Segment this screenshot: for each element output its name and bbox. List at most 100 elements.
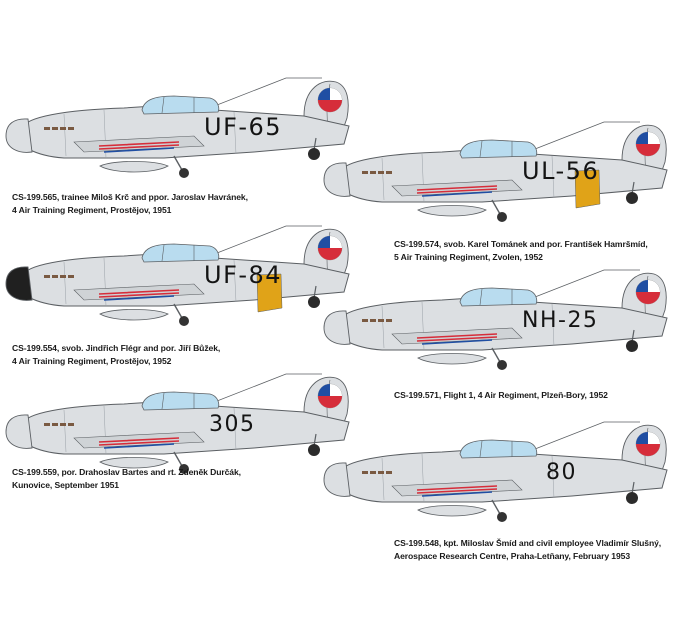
canopy [141,95,220,115]
canopy [459,287,538,307]
antenna-wire [511,269,640,307]
exhaust-stubs [362,319,392,322]
tail-wheel-strut [313,285,317,299]
nose-spinner [5,118,33,153]
wing-roundel-stripes [416,485,498,494]
wing-roundel-stripes [98,437,180,446]
czechoslovak-roundel-tail [317,235,343,261]
canopy [459,439,538,459]
drop-tank [99,309,169,321]
main-wheel [497,512,507,522]
main-wheel [179,464,189,474]
caption-line: Aerospace Research Centre, Praha-Letňany… [394,551,631,561]
antenna-wire [193,77,322,115]
nose-spinner [323,310,351,345]
main-wheel [179,316,189,326]
tail-wheel-strut [313,433,317,447]
main-landing-gear [491,499,501,515]
aircraft-drawing-2: UF-84 [5,225,350,326]
main-wheel [179,168,189,178]
caption-line: 5 Air Training Regiment, Zvolen, 1952 [394,252,543,262]
nose-spinner [5,266,33,301]
aircraft-code: UL-56 [522,157,599,185]
aircraft-drawing-4: 305 [5,373,350,474]
caption-line: Kunovice, September 1951 [12,480,119,490]
aircraft-profile-ul-56: UL-56 [322,116,668,228]
caption-line: CS-199.571, Flight 1, 4 Air Regiment, Pl… [394,390,608,400]
aircraft-profile-uf-84: UF-84 [4,220,350,332]
nose-spinner [323,162,351,197]
caption-cs-199-565: CS-199.565, trainee Miloš Krč and ppor. … [12,191,248,217]
main-landing-gear [173,155,183,171]
wing-roundel-stripes [98,289,180,298]
canopy [459,139,538,159]
aircraft-profile-nh-25: NH-25 [322,264,668,376]
yellow-code-panel [574,169,601,209]
nose-spinner [323,462,351,497]
canopy [141,391,220,411]
exhaust-stubs [44,423,74,426]
aircraft-profile-uf-65: UF-65 [4,72,350,184]
exhaust-stubs [44,275,74,278]
czechoslovak-roundel-tail [317,87,343,113]
caption-line: CS-199.548, kpt. Miloslav Šmíd and civil… [394,538,662,548]
tail-wheel [308,296,320,308]
caption-line: 4 Air Training Regiment, Prostějov, 1951 [12,205,172,215]
aircraft-code: 80 [546,460,577,485]
yellow-code-panel [256,273,283,313]
tail-wheel-strut [631,181,635,195]
nose-spinner [5,414,33,449]
drop-tank [417,353,487,365]
tail-wheel-strut [631,329,635,343]
caption-line: CS-199.574, svob. Karel Tománek and por.… [394,239,648,249]
wing-roundel-stripes [98,141,180,150]
aircraft-drawing-3: NH-25 [323,269,668,370]
antenna-wire [193,373,322,411]
czechoslovak-roundel-tail [635,279,661,305]
main-landing-gear [173,451,183,467]
aircraft-profile-80: 80 [322,416,668,528]
aircraft-code: UF-84 [204,261,282,289]
wing-roundel-stripes [416,185,498,194]
caption-line: CS-199.565, trainee Miloš Krč and ppor. … [12,192,248,202]
aircraft-drawing-0: UF-65 [5,77,350,178]
tail-wheel-strut [631,481,635,495]
caption-line: 4 Air Training Regiment, Prostějov, 1952 [12,356,172,366]
aircraft-drawing-1: UL-56 [323,121,668,222]
tail-wheel [626,492,638,504]
caption-line: CS-199.559, por. Drahoslav Bartes and rt… [12,467,241,477]
caption-cs-199-571: CS-199.571, Flight 1, 4 Air Regiment, Pl… [394,389,608,402]
aircraft-drawing-5: 80 [323,421,668,522]
tail-wheel [308,148,320,160]
caption-cs-199-559: CS-199.559, por. Drahoslav Bartes and rt… [12,466,241,492]
main-wheel [497,212,507,222]
main-landing-gear [491,347,501,363]
main-landing-gear [491,199,501,215]
drop-tank [99,161,169,173]
exhaust-stubs [362,471,392,474]
drop-tank [99,457,169,469]
tail-wheel [626,192,638,204]
czechoslovak-roundel-tail [635,431,661,457]
canopy [141,243,220,263]
caption-cs-199-574: CS-199.574, svob. Karel Tománek and por.… [394,238,648,264]
tail-wheel [308,444,320,456]
tail-wheel [626,340,638,352]
czechoslovak-roundel-tail [635,131,661,157]
caption-cs-199-548: CS-199.548, kpt. Miloslav Šmíd and civil… [394,537,661,563]
drop-tank [417,205,487,217]
caption-line: CS-199.554, svob. Jindřich Flégr and por… [12,343,221,353]
main-wheel [497,360,507,370]
aircraft-code: NH-25 [522,308,598,333]
czechoslovak-roundel-tail [317,383,343,409]
antenna-wire [511,421,640,459]
wing-roundel-stripes [416,333,498,342]
aircraft-code: UF-65 [204,113,282,141]
drop-tank [417,505,487,517]
tail-wheel-strut [313,137,317,151]
antenna-wire [193,225,322,263]
main-landing-gear [173,303,183,319]
aircraft-code: 305 [209,412,256,437]
exhaust-stubs [44,127,74,130]
